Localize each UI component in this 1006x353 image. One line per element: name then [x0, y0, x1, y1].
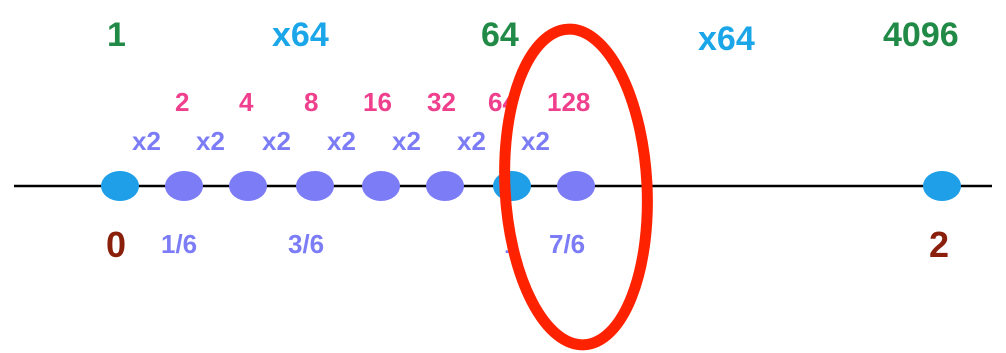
power-label: 4: [239, 87, 254, 117]
multiplier-label: x2: [262, 126, 291, 156]
multiplier-label: x2: [327, 126, 356, 156]
dot-one-sixth: [165, 171, 203, 201]
dot-three-sixths: [296, 171, 334, 201]
multiplier-label: x2: [392, 126, 421, 156]
axis-label-seven-sixths: 7/6: [549, 229, 586, 259]
axis-label-two: 2: [929, 224, 950, 265]
dot-five-sixths: [426, 171, 464, 201]
multiplier-label: x2: [196, 126, 225, 156]
dot-seven-sixths: [557, 171, 595, 201]
multiplier-label: x2: [132, 126, 161, 156]
dot-two-sixths: [229, 171, 267, 201]
label-one: 1: [107, 16, 126, 54]
highlight-ellipse: [499, 23, 653, 351]
dot-four-sixths: [362, 171, 400, 201]
power-label: 16: [363, 87, 392, 117]
dot-zero: [101, 171, 139, 201]
power-label: 128: [547, 87, 591, 117]
label-x64-left: x64: [272, 16, 329, 54]
label-sixtyfour: 64: [481, 16, 519, 54]
power-label: 8: [304, 87, 319, 117]
dot-two: [923, 171, 961, 201]
multiplier-label: x2: [521, 126, 550, 156]
power-label: 2: [175, 87, 190, 117]
axis-label-zero: 0: [106, 224, 127, 265]
label-x64-right: x64: [698, 20, 755, 58]
power-label: 32: [427, 87, 456, 117]
axis-label-one-sixth: 1/6: [161, 229, 198, 259]
multiplier-label: x2: [457, 126, 486, 156]
axis-label-three-sixths: 3/6: [288, 229, 325, 259]
label-4096: 4096: [883, 16, 959, 54]
